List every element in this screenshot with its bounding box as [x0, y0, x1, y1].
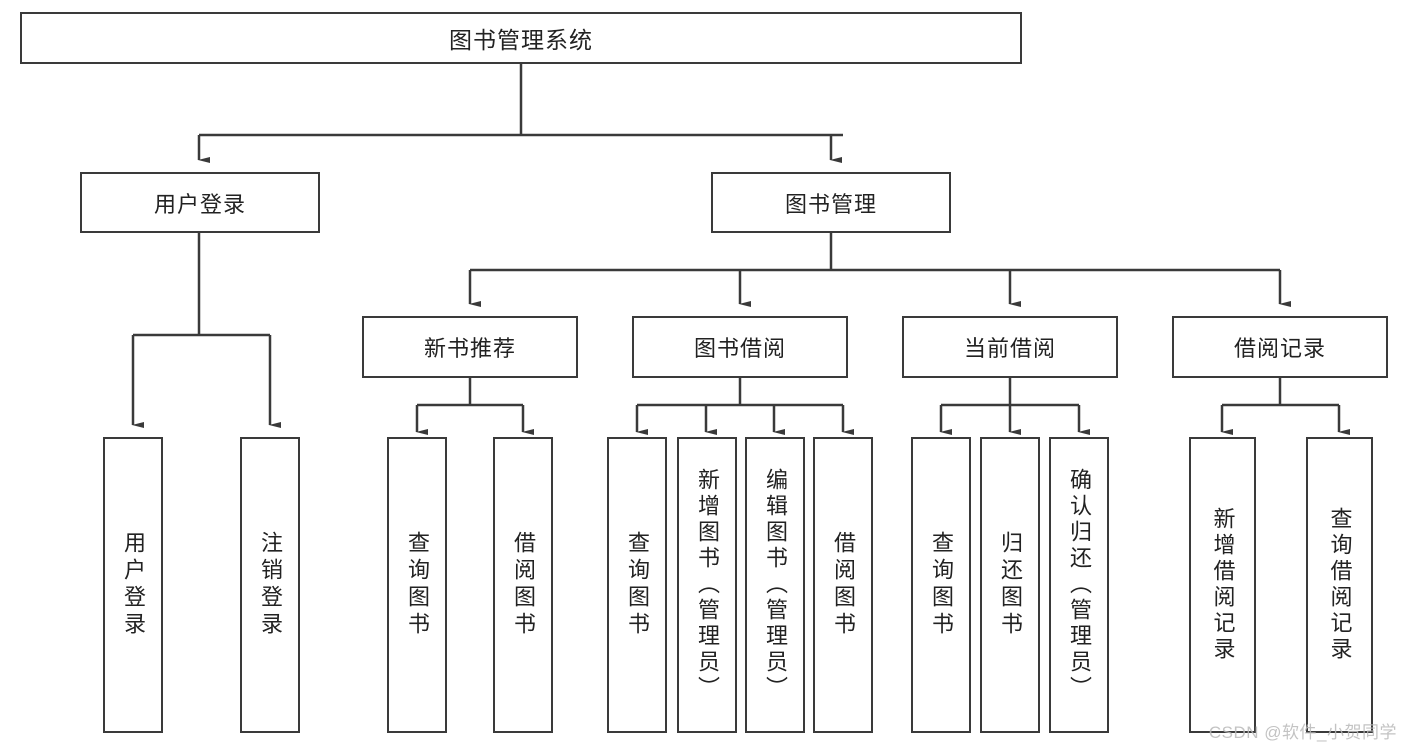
node-new-book-recommend[interactable]: 新书推荐 — [362, 316, 578, 378]
leaf-label: 查询图书 — [405, 531, 430, 639]
node-book-borrow[interactable]: 图书借阅 — [632, 316, 848, 378]
node-current-borrow[interactable]: 当前借阅 — [902, 316, 1118, 378]
node-root-label: 图书管理系统 — [449, 27, 593, 53]
node-book-borrow-label: 图书借阅 — [693, 336, 786, 361]
leaf-user-login-logout[interactable]: 注销登录 — [240, 437, 300, 733]
leaf-user-login-login[interactable]: 用户登录 — [103, 437, 163, 733]
leaf-new-book-borrow[interactable]: 借阅图书 — [493, 437, 553, 733]
leaf-new-book-query[interactable]: 查询图书 — [387, 437, 447, 733]
node-book-manage[interactable]: 图书管理 — [711, 172, 951, 233]
leaf-label: 新增借阅记录 — [1210, 507, 1236, 663]
node-book-manage-label: 图书管理 — [784, 191, 877, 217]
leaf-label: 借阅图书 — [831, 531, 856, 639]
leaf-label: 编辑图书（管理员） — [763, 468, 788, 702]
node-root[interactable]: 图书管理系统 — [20, 12, 1022, 64]
leaf-current-confirm-return-admin[interactable]: 确认归还（管理员） — [1049, 437, 1109, 733]
watermark: CSDN @软件_小贺同学 — [1208, 723, 1397, 742]
node-borrow-record-label: 借阅记录 — [1233, 336, 1326, 361]
node-user-login[interactable]: 用户登录 — [80, 172, 320, 233]
node-new-book-recommend-label: 新书推荐 — [423, 336, 516, 361]
leaf-label: 新增图书（管理员） — [695, 468, 720, 702]
leaf-label: 确认归还（管理员） — [1067, 468, 1092, 702]
node-borrow-record[interactable]: 借阅记录 — [1172, 316, 1388, 378]
leaf-label: 借阅图书 — [511, 531, 536, 639]
leaf-borrow-query[interactable]: 查询图书 — [607, 437, 667, 733]
leaf-label: 查询图书 — [929, 531, 954, 639]
leaf-label: 用户登录 — [121, 531, 146, 639]
leaf-record-add[interactable]: 新增借阅记录 — [1189, 437, 1256, 733]
node-current-borrow-label: 当前借阅 — [963, 336, 1056, 361]
leaf-current-return[interactable]: 归还图书 — [980, 437, 1040, 733]
leaf-borrow-add-book-admin[interactable]: 新增图书（管理员） — [677, 437, 737, 733]
leaf-label: 注销登录 — [258, 531, 283, 639]
leaf-current-query[interactable]: 查询图书 — [911, 437, 971, 733]
leaf-record-query[interactable]: 查询借阅记录 — [1306, 437, 1373, 733]
leaf-label: 查询图书 — [625, 531, 650, 639]
node-user-login-label: 用户登录 — [153, 191, 246, 217]
leaf-borrow-borrow-book[interactable]: 借阅图书 — [813, 437, 873, 733]
leaf-borrow-edit-book-admin[interactable]: 编辑图书（管理员） — [745, 437, 805, 733]
leaf-label: 归还图书 — [998, 531, 1023, 639]
leaf-label: 查询借阅记录 — [1327, 507, 1353, 663]
